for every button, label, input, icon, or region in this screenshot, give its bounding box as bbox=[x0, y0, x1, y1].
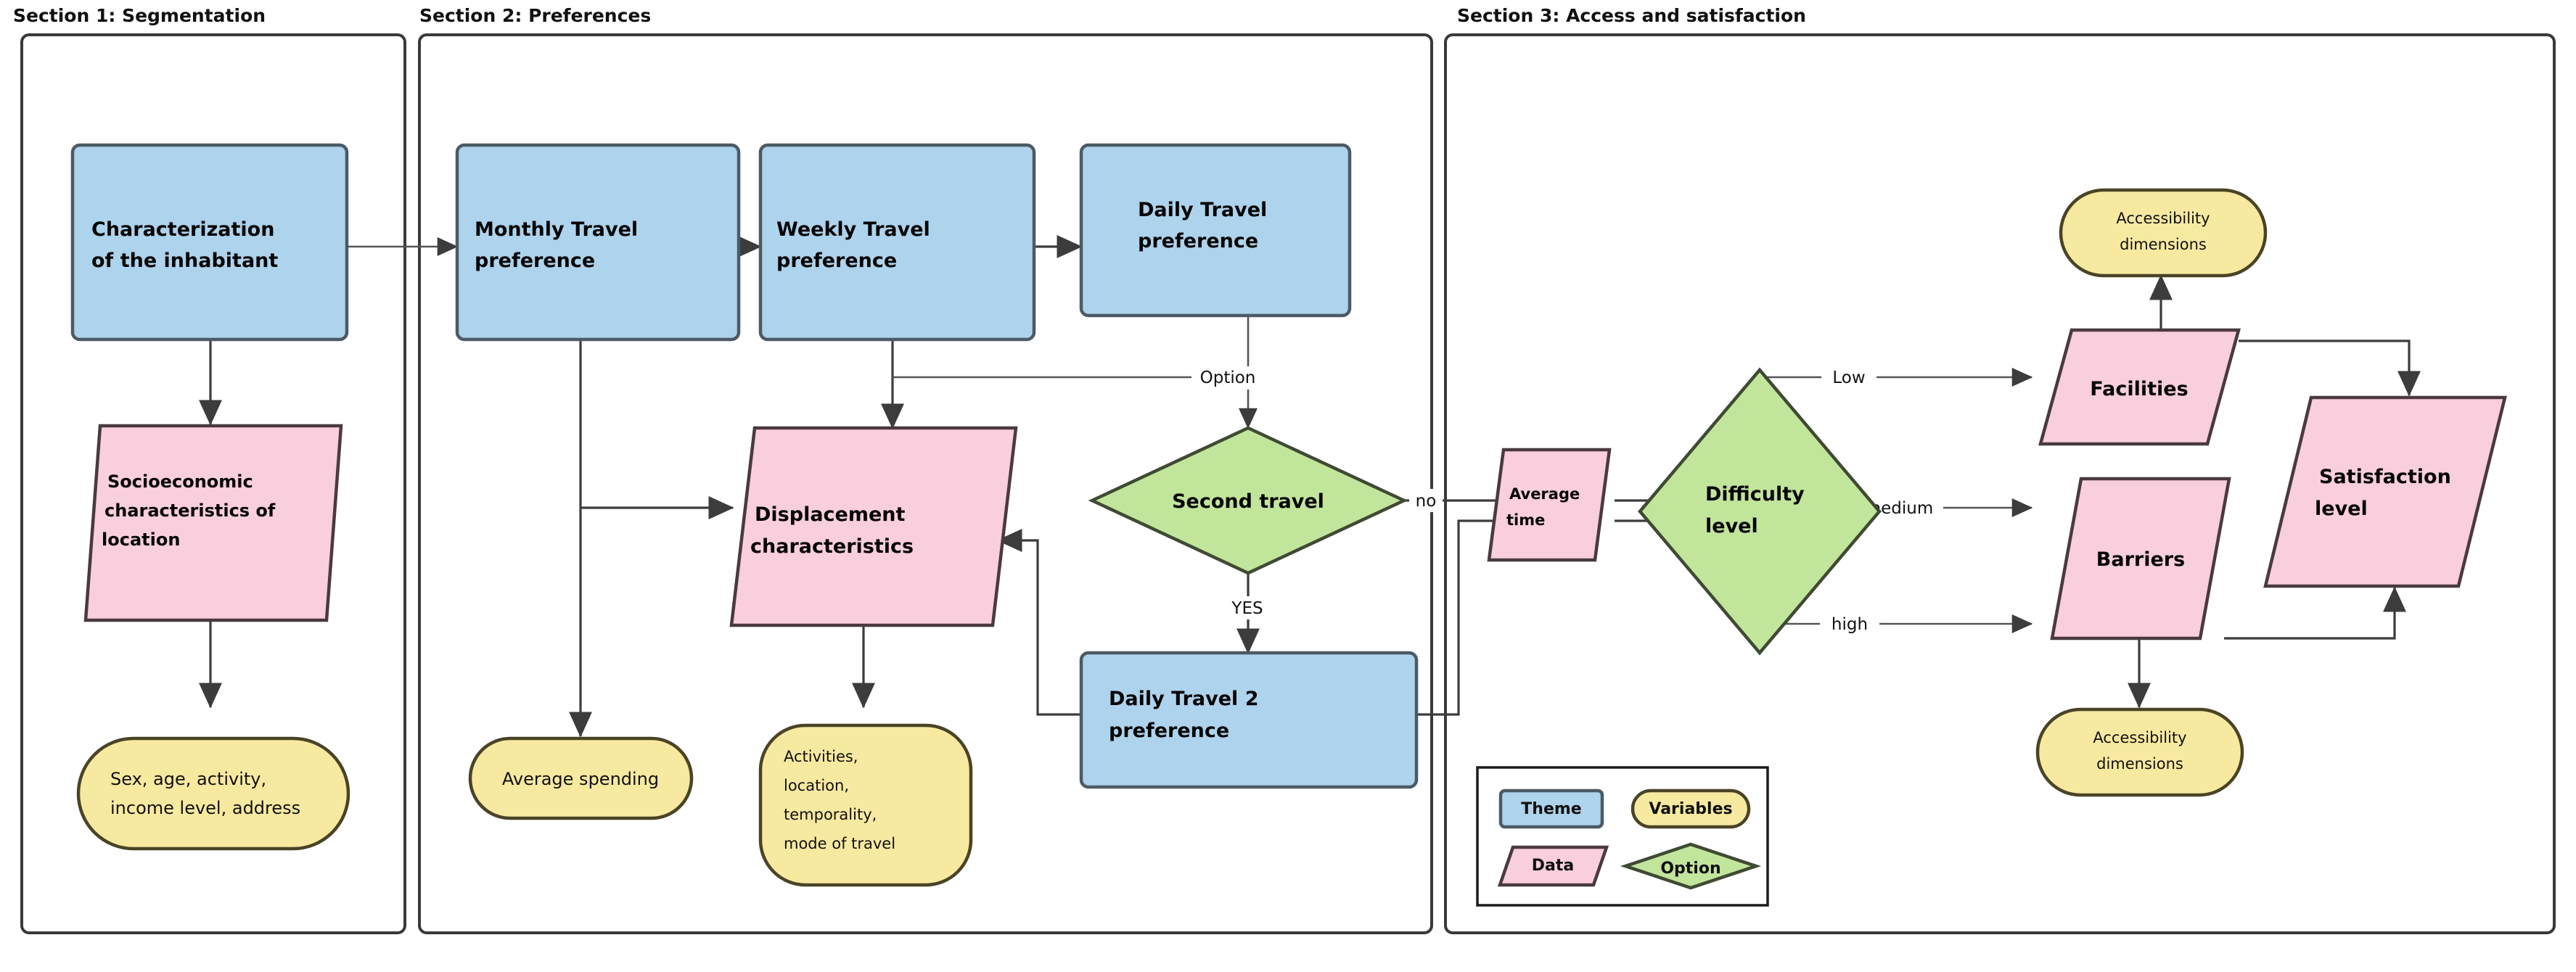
node-accessdim-bottom-line1: Accessibility bbox=[2093, 729, 2186, 746]
section-1-title: Section 1: Segmentation bbox=[13, 5, 266, 26]
node-characterization-line1: Characterization bbox=[91, 218, 274, 241]
node-barriers[interactable]: Barriers bbox=[2050, 477, 2231, 641]
edge-daily2-to-displacement bbox=[996, 529, 1081, 716]
svg-text:no: no bbox=[1416, 492, 1437, 511]
node-weekly-line2: preference bbox=[776, 250, 897, 272]
node-activities-location[interactable]: Activities, location, temporality, mode … bbox=[758, 723, 973, 887]
legend-item-theme: Theme bbox=[1498, 788, 1604, 829]
node-facilities[interactable]: Facilities bbox=[2038, 328, 2241, 446]
section-2-frame bbox=[418, 33, 1433, 934]
node-second-travel-option[interactable]: Second travel bbox=[1088, 426, 1408, 575]
node-second-travel-label: Second travel bbox=[1172, 490, 1324, 513]
node-sexage-line2: income level, address bbox=[110, 798, 300, 818]
node-activities-line3: temporality, bbox=[784, 806, 877, 823]
node-daily2-line1: Daily Travel 2 bbox=[1109, 688, 1258, 710]
node-socioeconomic[interactable]: Socioeconomic characteristics of locatio… bbox=[83, 424, 343, 622]
section-1-frame bbox=[20, 33, 406, 934]
node-daily-line2: preference bbox=[1138, 230, 1258, 252]
section-3-title: Section 3: Access and satisfaction bbox=[1457, 5, 1806, 26]
node-difficulty-level-option[interactable]: Difficulty level bbox=[1638, 367, 1882, 656]
legend-variables-label: Variables bbox=[1649, 800, 1732, 818]
legend-option-label: Option bbox=[1660, 860, 1720, 878]
node-daily-travel-preference[interactable]: Daily Travel preference bbox=[1079, 143, 1352, 318]
legend-theme-label: Theme bbox=[1521, 800, 1581, 818]
legend: Theme Variables Data Option bbox=[1476, 766, 1769, 907]
node-monthly-line1: Monthly Travel bbox=[475, 218, 638, 241]
node-displacement-characteristics[interactable]: Displacement characteristics bbox=[729, 426, 1018, 627]
node-daily-line1: Daily Travel bbox=[1138, 199, 1267, 221]
node-accessdim-bottom-line2: dimensions bbox=[2096, 755, 2183, 773]
node-weekly-line1: Weekly Travel bbox=[776, 218, 930, 241]
node-avgtime-line2: time bbox=[1506, 511, 1545, 529]
node-sex-age-activity[interactable]: Sex, age, activity, income level, addres… bbox=[76, 736, 350, 851]
node-satisfaction-line1: Satisfaction bbox=[2319, 466, 2451, 488]
svg-text:YES: YES bbox=[1231, 599, 1263, 618]
edge-label-no: no bbox=[1409, 489, 1443, 512]
node-difficulty-line1: Difficulty bbox=[1705, 483, 1805, 506]
section-3-frame bbox=[1444, 33, 2556, 934]
legend-item-option: Option bbox=[1620, 842, 1762, 890]
node-daily-travel-2-preference[interactable]: Daily Travel 2 preference bbox=[1079, 651, 1419, 789]
node-average-time[interactable]: Average time bbox=[1487, 448, 1612, 562]
node-sexage-line1: Sex, age, activity, bbox=[110, 769, 266, 789]
node-accessdim-top-line2: dimensions bbox=[2120, 236, 2207, 253]
legend-item-variables: Variables bbox=[1630, 788, 1751, 829]
node-weekly-travel-preference[interactable]: Weekly Travel preference bbox=[758, 143, 1036, 342]
node-difficulty-line2: level bbox=[1705, 515, 1758, 538]
node-avgspending-label: Average spending bbox=[502, 769, 659, 789]
edge-label-high: high bbox=[1820, 612, 1879, 635]
edge-barriers-to-satisfaction bbox=[2224, 586, 2406, 640]
node-monthly-line2: preference bbox=[475, 250, 595, 272]
legend-data-label: Data bbox=[1532, 857, 1574, 875]
node-satisfaction-level[interactable]: Satisfaction level bbox=[2263, 395, 2507, 588]
node-activities-line1: Activities, bbox=[784, 748, 858, 765]
node-satisfaction-line2: level bbox=[2315, 498, 2368, 520]
node-activities-line2: location, bbox=[784, 777, 849, 794]
svg-text:high: high bbox=[1831, 615, 1868, 634]
node-displacement-line2: characteristics bbox=[750, 535, 914, 558]
node-socioeconomic-line2: characteristics of bbox=[104, 501, 276, 521]
node-facilities-label: Facilities bbox=[2090, 378, 2188, 400]
node-activities-line4: mode of travel bbox=[784, 835, 895, 852]
edge-label-low: Low bbox=[1821, 366, 1876, 389]
node-socioeconomic-line3: location bbox=[102, 530, 180, 550]
node-accessdim-top-line1: Accessibility bbox=[2116, 210, 2210, 227]
node-accessibility-dimensions-top[interactable]: Accessibility dimensions bbox=[2059, 188, 2268, 278]
node-characterization-line2: of the inhabitant bbox=[91, 250, 278, 272]
node-displacement-line1: Displacement bbox=[755, 503, 906, 526]
node-characterization[interactable]: Characterization of the inhabitant bbox=[70, 143, 349, 342]
node-average-spending[interactable]: Average spending bbox=[468, 736, 694, 820]
edge-facilities-to-satisfaction bbox=[2239, 339, 2421, 397]
svg-text:Low: Low bbox=[1832, 368, 1865, 387]
node-daily2-line2: preference bbox=[1109, 720, 1229, 742]
node-socioeconomic-line1: Socioeconomic bbox=[107, 471, 253, 492]
node-avgtime-line1: Average bbox=[1509, 485, 1580, 503]
section-2-title: Section 2: Preferences bbox=[419, 5, 651, 26]
node-accessibility-dimensions-bottom[interactable]: Accessibility dimensions bbox=[2035, 707, 2244, 797]
node-barriers-label: Barriers bbox=[2096, 548, 2185, 571]
node-monthly-travel-preference[interactable]: Monthly Travel preference bbox=[455, 143, 741, 342]
svg-text:Option: Option bbox=[1200, 368, 1256, 387]
edge-label-yes: YES bbox=[1218, 596, 1277, 619]
edge-label-option: Option bbox=[1191, 366, 1264, 390]
legend-item-data: Data bbox=[1497, 845, 1609, 887]
